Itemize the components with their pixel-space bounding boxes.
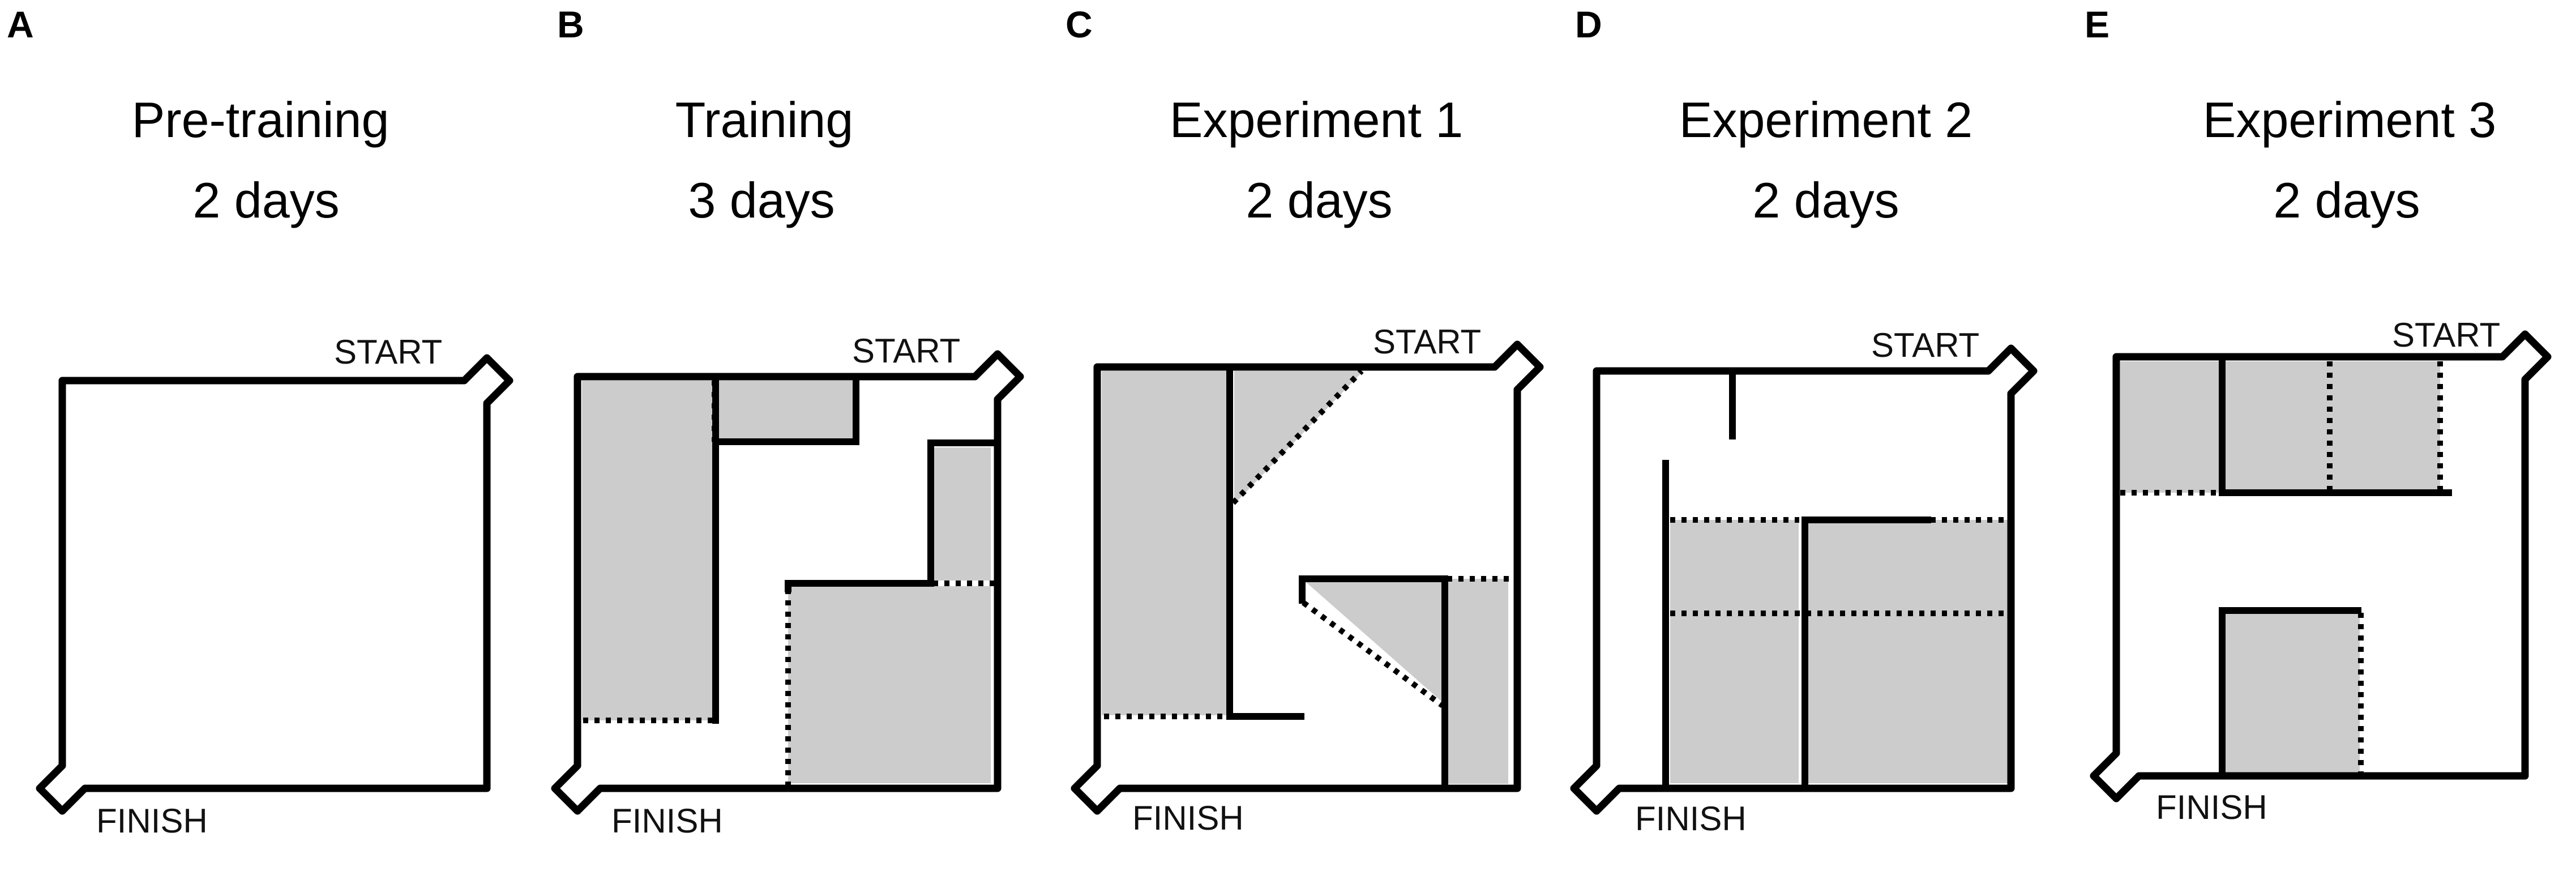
maze: START FINISH [36,333,514,840]
start-label: START [852,332,960,370]
start-label: START [1373,323,1481,361]
panel-b: B Training 3 days START FINISH [551,3,1024,840]
finish-label: FINISH [1132,799,1244,837]
shaded-zone [2225,611,2360,776]
maze-outer-wall [36,354,514,815]
finish-label: FINISH [2156,788,2267,826]
shaded-zone [1807,520,2009,783]
panel-e: E Experiment 3 2 days START FINISH [2085,3,2552,826]
inner-wall [785,439,1001,592]
shaded-zone [2120,361,2440,493]
panel-title: Experiment 1 [1170,92,1463,148]
panel-letter: D [1575,3,1602,45]
dotted-boundary [1231,369,1364,505]
panel-duration: 3 days [688,172,835,228]
start-label: START [334,333,442,371]
start-label: START [1871,326,1979,364]
maze-outer-wall [1570,344,2038,815]
maze: START FINISH [1071,323,1544,837]
shaded-zone [788,586,991,783]
inner-wall [2219,607,2361,779]
panel-duration: 2 days [1752,172,1899,228]
shaded-zone [933,447,991,581]
maze: START FINISH [551,332,1024,840]
finish-label: FINISH [611,802,723,840]
shaded-zone [716,381,855,442]
panel-a: A Pre-training 2 days START FINISH [7,3,514,840]
panel-title: Pre-training [132,92,390,148]
start-label: START [2392,316,2500,354]
panel-duration: 2 days [2273,172,2420,228]
panel-letter: B [557,3,584,45]
panel-title: Experiment 2 [1679,92,1972,148]
inner-wall [2219,353,2452,496]
maze: START FINISH [1570,326,2038,838]
maze-outer-wall [551,350,1024,815]
shaded-zone [1447,579,1508,784]
panel-letter: C [1066,3,1093,45]
shaded-zone [1302,579,1443,702]
inner-wall [1299,575,1448,792]
panel-title: Training [675,92,854,148]
maze: START FINISH [2090,316,2552,826]
finish-label: FINISH [96,802,208,840]
shaded-zone [582,381,716,720]
panel-duration: 2 days [192,172,339,228]
panel-duration: 2 days [1246,172,1392,228]
maze-outer-wall [1071,340,1544,815]
maze-outer-wall [2090,330,2552,803]
panel-letter: E [2085,3,2109,45]
shaded-zone [1102,371,1227,715]
panel-d: D Experiment 2 2 days START FINISH [1570,3,2038,838]
finish-label: FINISH [1635,800,1747,838]
shaded-zone [1670,520,1799,783]
inner-wall [712,377,859,445]
panel-letter: A [7,3,34,45]
panel-c: C Experiment 1 2 days START FINISH [1066,3,1544,837]
inner-wall [1802,517,1931,792]
panel-title: Experiment 3 [2203,92,2496,148]
